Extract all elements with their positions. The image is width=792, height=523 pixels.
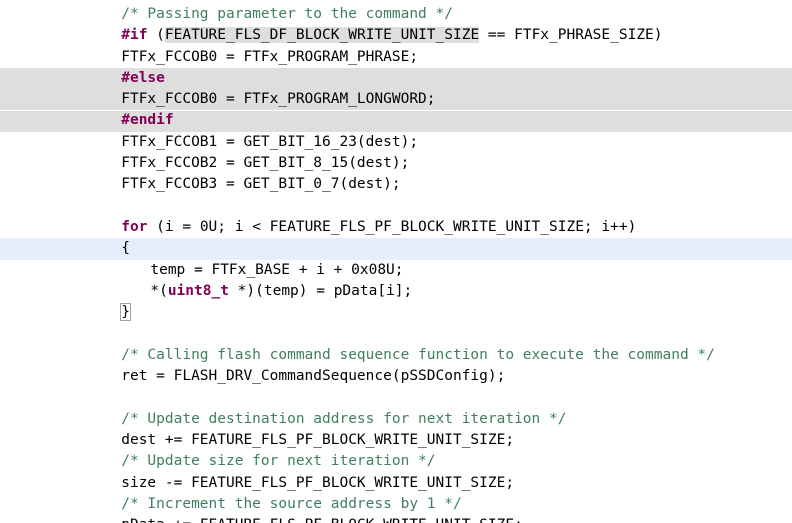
code-line[interactable]: /* Calling flash command sequence functi…	[0, 345, 792, 366]
code-token-plain: dest += FEATURE_FLS_PF_BLOCK_WRITE_UNIT_…	[121, 431, 515, 448]
code-line[interactable]: /* Increment the source address by 1 */	[0, 494, 792, 515]
code-line[interactable]	[0, 323, 792, 344]
code-line[interactable]	[0, 387, 792, 408]
code-token-plain: FTFx_FCCOB3 = GET_BIT_0_7(dest);	[121, 176, 401, 193]
code-line[interactable]: /* Update destination address for next i…	[0, 409, 792, 430]
code-token-pre: #if	[121, 27, 148, 44]
code-line[interactable]: #else	[0, 68, 792, 89]
bracket-match-token: }	[120, 303, 131, 322]
code-token-plain: FTFx_FCCOB1 = GET_BIT_16_23(dest);	[121, 133, 419, 150]
code-line[interactable]: FTFx_FCCOB1 = GET_BIT_16_23(dest);	[0, 132, 792, 153]
code-line[interactable]: *(uint8_t *)(temp) = pData[i];	[0, 281, 792, 302]
code-token-plain: FTFx_FCCOB0 = FTFx_PROGRAM_PHRASE;	[121, 48, 419, 65]
code-text-layer[interactable]: /* Passing parameter to the command */ #i…	[0, 4, 792, 523]
code-token-plain: *)(temp) = pData[i];	[228, 282, 413, 299]
code-token-comment: /* Calling flash command sequence functi…	[121, 346, 715, 363]
code-token-plain: (	[147, 27, 165, 44]
code-token-plain: temp = FTFx_BASE + i + 0x08U;	[150, 261, 404, 278]
code-token-plain: pData += FEATURE_FLS_PF_BLOCK_WRITE_UNIT…	[121, 517, 523, 523]
code-line[interactable]: /* Update size for next iteration */	[0, 451, 792, 472]
code-line[interactable]: FTFx_FCCOB2 = GET_BIT_8_15(dest);	[0, 153, 792, 174]
code-line[interactable]: #endif	[0, 110, 792, 131]
code-line[interactable]: FTFx_FCCOB0 = FTFx_PROGRAM_LONGWORD;	[0, 89, 792, 110]
code-line[interactable]: for (i = 0U; i < FEATURE_FLS_PF_BLOCK_WR…	[0, 217, 792, 238]
code-line[interactable]: {	[0, 238, 792, 259]
code-line[interactable]: }	[0, 302, 792, 323]
code-token-pre: #endif	[121, 112, 174, 129]
code-token-plain: FTFx_FCCOB2 = GET_BIT_8_15(dest);	[121, 155, 410, 172]
code-token-comment: /* Update size for next iteration */	[121, 453, 436, 470]
code-line[interactable]: FTFx_FCCOB3 = GET_BIT_0_7(dest);	[0, 174, 792, 195]
code-line[interactable]: ret = FLASH_DRV_CommandSequence(pSSDConf…	[0, 366, 792, 387]
code-line[interactable]: #if (FEATURE_FLS_DF_BLOCK_WRITE_UNIT_SIZ…	[0, 25, 792, 46]
code-line[interactable]: dest += FEATURE_FLS_PF_BLOCK_WRITE_UNIT_…	[0, 430, 792, 451]
code-token-plain: (i = 0U; i < FEATURE_FLS_PF_BLOCK_WRITE_…	[147, 218, 637, 235]
code-token-type: uint8_t	[167, 282, 229, 299]
code-token-comment: /* Passing parameter to the command */	[121, 6, 453, 22]
code-token-plain: == FTFx_PHRASE_SIZE)	[479, 27, 663, 44]
code-token-comment: /* Update destination address for next i…	[121, 410, 567, 427]
code-line[interactable]: pData += FEATURE_FLS_PF_BLOCK_WRITE_UNIT…	[0, 515, 792, 523]
code-token-plain: {	[121, 240, 130, 257]
code-line[interactable]: temp = FTFx_BASE + i + 0x08U;	[0, 260, 792, 281]
code-line[interactable]: FTFx_FCCOB0 = FTFx_PROGRAM_PHRASE;	[0, 47, 792, 68]
code-token-plain: *(	[150, 282, 168, 299]
code-token-kw: for	[121, 218, 148, 235]
code-token-plain: size -= FEATURE_FLS_PF_BLOCK_WRITE_UNIT_…	[121, 474, 515, 491]
code-token-pre: #else	[121, 69, 165, 86]
code-token-plain: ret = FLASH_DRV_CommandSequence(pSSDConf…	[121, 368, 506, 385]
occurrence-highlight-token: FEATURE_FLS_DF_BLOCK_WRITE_UNIT_SIZE	[164, 27, 480, 44]
code-token-comment: /* Increment the source address by 1 */	[121, 495, 462, 512]
code-line[interactable]: size -= FEATURE_FLS_PF_BLOCK_WRITE_UNIT_…	[0, 473, 792, 494]
code-token-plain: FTFx_FCCOB0 = FTFx_PROGRAM_LONGWORD;	[121, 91, 436, 108]
code-line[interactable]	[0, 196, 792, 217]
code-line[interactable]: /* Passing parameter to the command */	[0, 4, 792, 25]
